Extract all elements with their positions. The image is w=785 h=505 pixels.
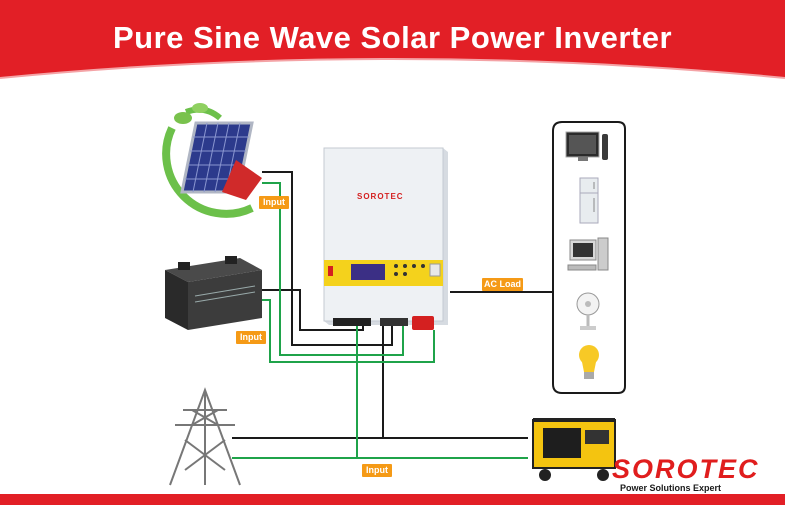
brand-tagline: Power Solutions Expert (620, 483, 722, 493)
bottom-bar (0, 494, 785, 505)
green-wires (232, 182, 528, 459)
brand-name: SOROTEC (612, 454, 760, 484)
input-tag-battery: Input (236, 331, 266, 344)
computer-icon (567, 237, 609, 271)
generator-icon (532, 418, 616, 481)
header-banner: Pure Sine Wave Solar Power Inverter (0, 0, 785, 82)
load-devices-frame (552, 121, 626, 394)
header-background (0, 0, 785, 79)
fan-icon (576, 292, 600, 330)
input-tag-solar: Input (259, 196, 289, 209)
ac-load-tag: AC Load (482, 278, 523, 291)
black-wires (232, 171, 553, 439)
power-tower-icon (169, 387, 241, 486)
tv-icon (565, 131, 608, 161)
inverter-brand: SOROTEC (357, 192, 404, 201)
page-title: Pure Sine Wave Solar Power Inverter (112, 20, 673, 55)
solar-panel-icon (162, 103, 262, 218)
refrigerator-icon (579, 177, 599, 224)
battery-icon (165, 256, 262, 330)
input-tag-grid: Input (362, 464, 392, 477)
light-bulb-icon (579, 345, 599, 379)
brand-logo: SOROTEC Power Solutions Expert (612, 454, 782, 493)
inverter-unit (323, 147, 448, 330)
